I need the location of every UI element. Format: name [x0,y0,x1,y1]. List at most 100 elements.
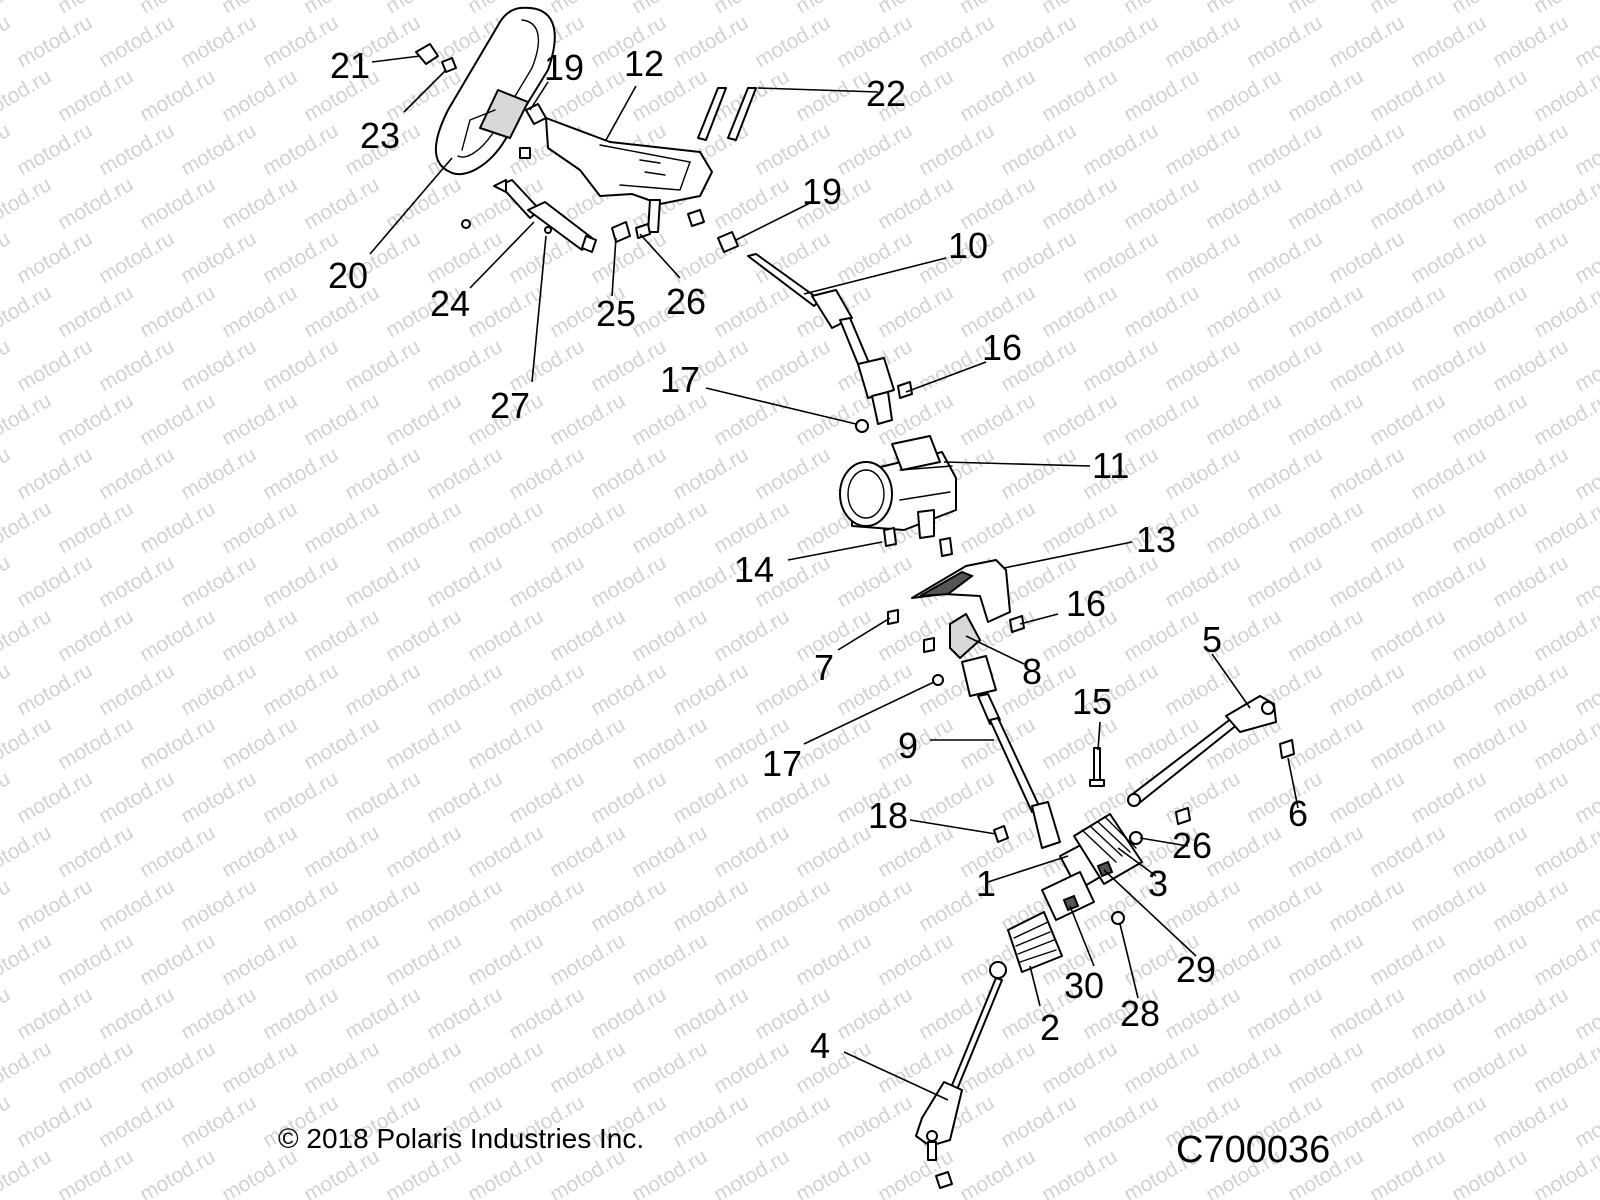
watermark-text: motod.ru [259,875,342,936]
watermark-text: motod.ru [1530,929,1600,990]
watermark-text: motod.ru [0,1145,55,1200]
watermark-text: motod.ru [464,605,547,666]
watermark-text: motod.ru [1161,227,1244,288]
clamp-30 [1062,894,1080,912]
watermark-text: motod.ru [464,281,547,342]
callout-10: 10 [948,225,988,266]
watermark-text: motod.ru [1530,173,1600,234]
watermark-text: motod.ru [1407,1091,1490,1152]
watermark-text: motod.ru [1489,227,1572,288]
watermark-text: motod.ru [1243,119,1326,180]
watermark-text: motod.ru [710,821,793,882]
callout-12: 12 [624,43,664,84]
watermark-text: motod.ru [1284,605,1367,666]
leader-lines [369,55,1299,1101]
watermark-text: motod.ru [628,605,711,666]
watermark-text: motod.ru [177,1091,260,1152]
watermark-text: motod.ru [1284,1037,1367,1098]
watermark-text: motod.ru [546,821,629,882]
callout-25: 25 [596,293,636,334]
watermark-text: motod.ru [218,389,301,450]
watermark-text: motod.ru [669,443,752,504]
watermark-text: motod.ru [382,605,465,666]
watermark-text: motod.ru [833,551,916,612]
watermark-text: motod.ru [300,1037,383,1098]
watermark-text: motod.ru [177,659,260,720]
watermark-text: motod.ru [1489,443,1572,504]
watermark-text: motod.ru [259,119,342,180]
nut-17-lower [932,674,944,686]
watermark-text: motod.ru [1325,227,1408,288]
watermark-text: motod.ru [1120,605,1203,666]
watermark-text: motod.ru [1120,1037,1203,1098]
watermark-text: motod.ru [1325,875,1408,936]
watermark-text: motod.ru [710,605,793,666]
watermark-text: motod.ru [505,767,588,828]
watermark-text: motod.ru [1325,551,1408,612]
callout-16-upper: 16 [982,327,1022,368]
watermark-text: motod.ru [1489,551,1572,612]
watermark-text: motod.ru [1571,659,1600,720]
watermark-text: motod.ru [1161,119,1244,180]
watermark-text: motod.ru [956,497,1039,558]
watermark-text: motod.ru [1366,281,1449,342]
watermark-text: motod.ru [218,929,301,990]
watermark-text: motod.ru [1202,0,1285,18]
watermark-text: motod.ru [505,551,588,612]
watermark-text: motod.ru [0,875,14,936]
callout-numbers: 21 19 12 22 23 19 10 20 24 26 25 16 17 2… [328,43,1308,1066]
watermark-text: motod.ru [1243,983,1326,1044]
watermark-text: motod.ru [423,767,506,828]
bolt-16-lower [1009,615,1025,633]
watermark-text: motod.ru [1079,335,1162,396]
watermark-text: motod.ru [1079,767,1162,828]
watermark-text: motod.ru [751,335,834,396]
watermark-text: motod.ru [1530,821,1600,882]
watermark-text: motod.ru [218,65,301,126]
watermark-text: motod.ru [0,605,55,666]
watermark-text: motod.ru [0,443,14,504]
watermark-text: motod.ru [1448,605,1531,666]
watermark-text: motod.ru [0,11,14,72]
callout-6: 6 [1288,793,1308,834]
watermark-text: motod.ru [177,119,260,180]
watermark-text: motod.ru [464,497,547,558]
watermark-text: motod.ru [710,1037,793,1098]
watermark-text: motod.ru [505,983,588,1044]
callout-2: 2 [1040,1007,1060,1048]
upper-steering-shaft-10 [747,253,895,425]
watermark-text: motod.ru [1325,983,1408,1044]
watermark-text: motod.ru [259,767,342,828]
watermark-text: motod.ru [792,65,875,126]
watermark-text: motod.ru [1448,929,1531,990]
copyright-notice: © 2018 Polaris Industries Inc. [278,1123,644,1154]
watermark-text: motod.ru [464,929,547,990]
watermark-text: motod.ru [54,173,137,234]
watermark-text: motod.ru [0,0,55,18]
watermark-text: motod.ru [628,497,711,558]
watermark-text: motod.ru [300,0,383,18]
watermark-text: motod.ru [792,821,875,882]
watermark-text: motod.ru [587,659,670,720]
callout-3: 3 [1148,863,1168,904]
watermark-text: motod.ru [1284,713,1367,774]
tie-rod-4 [915,961,1007,1161]
watermark-text: motod.ru [1366,713,1449,774]
watermark-text: motod.ru [1243,11,1326,72]
watermark-text: motod.ru [382,389,465,450]
watermark-text: motod.ru [587,551,670,612]
watermark-text: motod.ru [628,713,711,774]
watermark-text: motod.ru [0,119,14,180]
watermark-text: motod.ru [1407,335,1490,396]
watermark-text: motod.ru [341,551,424,612]
watermark-text: motod.ru [505,443,588,504]
nut-18 [993,825,1009,843]
watermark-text: motod.ru [136,821,219,882]
watermark-text: motod.ru [95,767,178,828]
callout-29: 29 [1176,949,1216,990]
callout-13: 13 [1136,519,1176,560]
watermark-text: motod.ru [0,335,14,396]
watermark-text: motod.ru [669,227,752,288]
watermark-text: motod.ru [1489,983,1572,1044]
callout-28: 28 [1120,993,1160,1034]
